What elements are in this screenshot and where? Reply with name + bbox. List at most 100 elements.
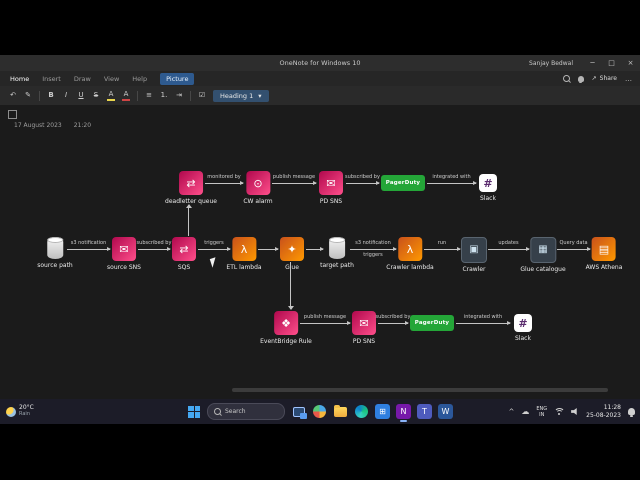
indent-button[interactable]: ⇥	[176, 91, 182, 99]
tab-picture[interactable]: Picture	[160, 72, 195, 85]
start-button[interactable]	[187, 405, 201, 419]
language-switcher[interactable]: ENG IN	[536, 406, 547, 418]
node-crawler[interactable]: ▣Crawler	[461, 237, 487, 273]
eventbridge-rule-icon: ❖	[274, 311, 298, 335]
clock[interactable]: 11:28 25-08-2023	[586, 404, 621, 419]
volume-icon[interactable]	[571, 408, 577, 415]
source-path-bucket-icon	[46, 237, 63, 259]
node-deadletter-queue[interactable]: ⇄deadletter queue	[165, 171, 217, 205]
edge-arrow	[557, 246, 591, 251]
bold-button[interactable]: B	[48, 91, 54, 99]
edge-arrow	[456, 320, 511, 325]
taskbar-app-widgets[interactable]	[312, 404, 327, 419]
edge-label: subscribed by	[375, 314, 411, 320]
node-pagerduty-top[interactable]: PagerDuty	[381, 175, 425, 191]
node-pd-sns-bottom[interactable]: ✉PD SNS	[352, 311, 376, 345]
slack-bottom-icon: #	[514, 314, 532, 332]
edge-arrow-vertical	[287, 262, 294, 310]
expand-page-icon[interactable]	[8, 110, 17, 119]
page-canvas[interactable]: 17 August 2023 21:20 ⇄deadletter queue⊙C…	[0, 105, 640, 399]
numbered-list-button[interactable]: 1.	[160, 91, 168, 99]
node-sqs[interactable]: ⇄SQS	[172, 237, 196, 271]
tray-time: 11:28	[603, 404, 621, 411]
edge-arrow	[67, 246, 111, 251]
node-eventbridge-rule[interactable]: ❖EventBridge Rule	[260, 311, 312, 345]
deadletter-queue-icon: ⇄	[178, 171, 203, 195]
edge-arrow	[258, 246, 279, 251]
taskbar-app-edge-browser[interactable]	[354, 404, 369, 419]
taskbar-app-word[interactable]: W	[438, 404, 453, 419]
tab-home[interactable]: Home	[10, 74, 30, 83]
edge-arrow	[306, 246, 324, 251]
close-button[interactable]: ×	[627, 59, 634, 67]
weather-widget[interactable]: 20°C Rain	[6, 399, 34, 424]
edge-arrow	[350, 246, 397, 251]
notification-bell-icon[interactable]	[628, 408, 635, 417]
toolbar-separator	[137, 90, 138, 101]
ribbon-tabs: Home Insert Draw View Help Picture	[10, 72, 195, 85]
strikethrough-button[interactable]: S	[93, 91, 99, 99]
format-painter-button[interactable]: ✎	[25, 91, 31, 99]
node-source-sns[interactable]: ✉source SNS	[107, 237, 141, 271]
node-pagerduty-bottom[interactable]: PagerDuty	[410, 315, 454, 331]
taskbar-app-file-explorer[interactable]	[333, 404, 348, 419]
node-glue[interactable]: ✦Glue	[280, 237, 304, 271]
node-cw-alarm[interactable]: ⊙ CW alarm	[243, 171, 273, 205]
search-icon[interactable]	[562, 75, 570, 82]
tab-draw[interactable]: Draw	[73, 74, 91, 83]
edge-label: s3 notification	[355, 240, 391, 246]
font-color-button[interactable]: A	[122, 90, 130, 101]
highlight-button[interactable]: A	[107, 90, 115, 101]
node-source-path[interactable]: source path	[37, 237, 73, 269]
node-label: Glue	[285, 264, 299, 271]
tab-insert[interactable]: Insert	[42, 74, 61, 83]
node-label: source SNS	[107, 264, 141, 271]
edge-arrow	[205, 180, 244, 185]
search-icon	[214, 408, 221, 415]
tab-help[interactable]: Help	[132, 74, 148, 83]
edge-label: subscribed by	[345, 174, 380, 180]
node-pd-sns-top[interactable]: ✉PD SNS	[319, 171, 343, 205]
italic-button[interactable]: I	[64, 91, 68, 99]
taskbar-app-task-view[interactable]	[291, 404, 307, 419]
minimize-button[interactable]: ─	[590, 59, 595, 67]
share-button[interactable]: ↗ Share	[592, 75, 617, 82]
tray-chevron-icon[interactable]: ^	[508, 407, 515, 416]
cw-alarm-icon: ⊙	[245, 171, 270, 195]
taskbar-search[interactable]: Search	[207, 403, 285, 420]
edge-arrow-vertical	[185, 204, 192, 236]
titlebar[interactable]: OneNote for Windows 10 Sanjay Bedwal ─ □…	[0, 55, 640, 71]
bullet-list-button[interactable]: ≡	[146, 91, 152, 99]
node-aws-athena[interactable]: ▤AWS Athena	[586, 237, 622, 271]
todo-tag-button[interactable]: ☑	[198, 91, 206, 99]
undo-button[interactable]: ↶	[10, 91, 16, 99]
taskbar-app-onenote[interactable]: N	[396, 404, 411, 422]
maximize-button[interactable]: □	[608, 59, 615, 67]
node-label: SQS	[177, 264, 191, 271]
edge-label: triggers	[363, 252, 383, 258]
underline-button[interactable]: U	[78, 91, 84, 99]
glue-catalogue-icon: ▦	[530, 237, 556, 263]
edge-label: run	[437, 240, 447, 246]
taskbar-app-store[interactable]: ⊞	[375, 404, 390, 419]
node-slack-bottom[interactable]: #Slack	[514, 314, 532, 342]
onedrive-icon[interactable]: ☁	[521, 406, 530, 416]
node-glue-catalogue[interactable]: ▦Glue catalogue	[520, 237, 566, 273]
edge-label: publish message	[272, 174, 316, 180]
wifi-icon[interactable]	[554, 407, 566, 416]
node-label: CW alarm	[243, 198, 273, 205]
node-slack-top[interactable]: #Slack	[479, 174, 497, 202]
horizontal-scrollbar[interactable]	[232, 388, 608, 392]
taskbar-app-teams[interactable]: T	[417, 404, 432, 419]
tab-view[interactable]: View	[103, 74, 120, 83]
node-target-path[interactable]: target path	[320, 237, 354, 269]
style-dropdown[interactable]: Heading 1 ▾	[213, 89, 269, 102]
notifications-icon[interactable]	[577, 75, 584, 83]
signed-in-user[interactable]: Sanjay Bedwal	[529, 59, 573, 67]
